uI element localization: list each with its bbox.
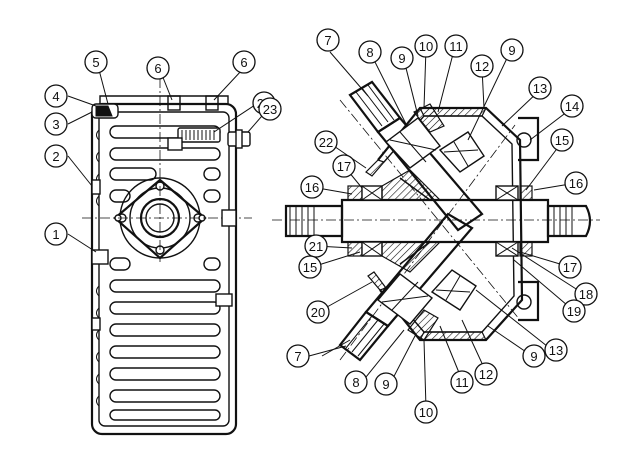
- svg-text:3: 3: [52, 117, 59, 132]
- svg-text:9: 9: [508, 43, 515, 58]
- svg-text:1: 1: [52, 227, 59, 242]
- svg-text:7: 7: [324, 33, 331, 48]
- upper-input-shaft: [348, 80, 485, 232]
- svg-text:16: 16: [305, 180, 319, 195]
- callout-2: 2: [44, 144, 68, 168]
- svg-text:16: 16: [569, 176, 583, 191]
- svg-text:5: 5: [92, 55, 99, 70]
- callout-7-bottom: 7: [286, 344, 310, 368]
- svg-text:19: 19: [567, 304, 581, 319]
- svg-text:21: 21: [309, 239, 323, 254]
- callout-9-top-right: 9: [500, 38, 524, 62]
- callout-16-left: 16: [300, 175, 324, 199]
- callout-12-top: 12: [470, 54, 494, 78]
- svg-text:10: 10: [419, 39, 433, 54]
- callout-8-top: 8: [358, 40, 382, 64]
- svg-text:8: 8: [352, 375, 359, 390]
- svg-text:8: 8: [366, 45, 373, 60]
- callout-9-bottom-right: 9: [522, 344, 546, 368]
- callout-4: 4: [44, 84, 68, 108]
- callout-13-bottom: 13: [544, 338, 568, 362]
- callout-15-right: 15: [550, 128, 574, 152]
- cooling-ribs: [109, 125, 221, 421]
- callout-17-right: 17: [558, 255, 582, 279]
- svg-text:2: 2: [52, 149, 59, 164]
- callout-22: 22: [314, 130, 338, 154]
- svg-text:6: 6: [240, 55, 247, 70]
- callout-20: 20: [306, 300, 330, 324]
- callout-9-bottom: 9: [374, 372, 398, 396]
- callout-21: 21: [304, 234, 328, 258]
- svg-text:15: 15: [555, 133, 569, 148]
- svg-text:20: 20: [311, 305, 325, 320]
- housing-side-view: [82, 78, 252, 436]
- callout-12-bottom: 12: [474, 362, 498, 386]
- callout-3: 3: [44, 112, 68, 136]
- callouts: 1 2 3 4 5 6 6 24 23 7 8 9 10 11 12 9 13 …: [44, 28, 598, 424]
- callout-7-top: 7: [316, 28, 340, 52]
- callout-1: 1: [44, 222, 68, 246]
- svg-text:12: 12: [475, 59, 489, 74]
- svg-text:18: 18: [579, 287, 593, 302]
- svg-text:15: 15: [303, 260, 317, 275]
- svg-text:14: 14: [565, 99, 579, 114]
- svg-text:13: 13: [549, 343, 563, 358]
- svg-text:9: 9: [382, 377, 389, 392]
- callout-10-top: 10: [414, 34, 438, 58]
- svg-text:10: 10: [419, 405, 433, 420]
- svg-text:9: 9: [530, 349, 537, 364]
- svg-text:7: 7: [294, 349, 301, 364]
- svg-text:9: 9: [398, 51, 405, 66]
- svg-text:17: 17: [563, 260, 577, 275]
- svg-text:23: 23: [263, 102, 277, 117]
- callout-11-top: 11: [444, 34, 468, 58]
- callout-17-left: 17: [332, 154, 356, 178]
- leader-lines: [67, 47, 585, 409]
- gearbox-cross-section: [272, 80, 600, 362]
- svg-text:6: 6: [154, 61, 161, 76]
- svg-text:11: 11: [449, 39, 463, 54]
- callout-15-left: 15: [298, 255, 322, 279]
- callout-19: 19: [562, 299, 586, 323]
- svg-text:12: 12: [479, 367, 493, 382]
- callout-11-bottom: 11: [450, 370, 474, 394]
- callout-13-top: 13: [528, 76, 552, 100]
- svg-text:22: 22: [319, 135, 333, 150]
- callout-9-top: 9: [390, 46, 414, 70]
- callout-6-left: 6: [146, 56, 170, 80]
- svg-text:17: 17: [337, 159, 351, 174]
- svg-text:11: 11: [455, 375, 469, 390]
- callout-6-right: 6: [232, 50, 256, 74]
- callout-5: 5: [84, 50, 108, 74]
- callout-16-right: 16: [564, 171, 588, 195]
- callout-18: 18: [574, 282, 598, 306]
- callout-8-bottom: 8: [344, 370, 368, 394]
- main-shaft: [284, 198, 592, 244]
- callout-10-bottom: 10: [414, 400, 438, 424]
- lower-input-shaft: [338, 212, 477, 362]
- svg-text:13: 13: [533, 81, 547, 96]
- callout-14: 14: [560, 94, 584, 118]
- svg-text:4: 4: [52, 89, 59, 104]
- callout-23: 23: [258, 97, 282, 121]
